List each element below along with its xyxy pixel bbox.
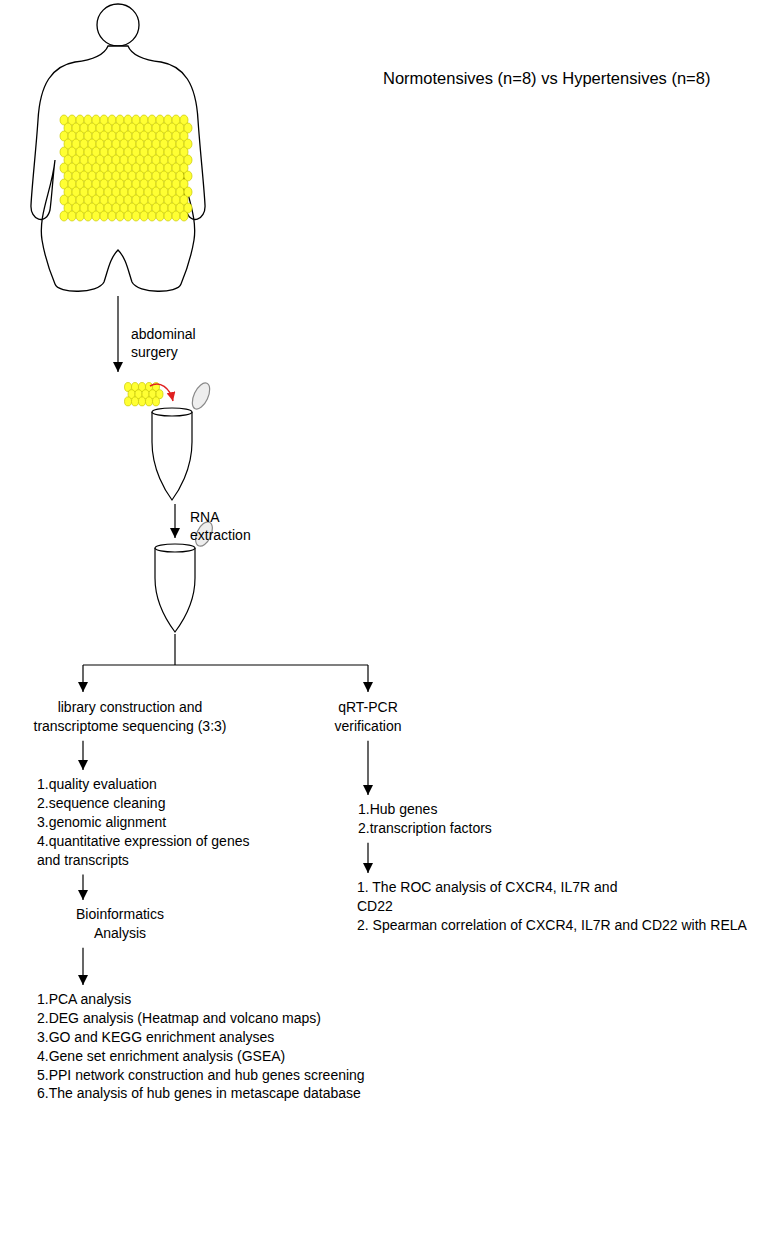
body-outline [31,46,205,291]
flow-step: 1.quality evaluation2.sequence cleaning3… [37,775,252,869]
tube [152,380,213,500]
flow-step: 1. The ROC analysis of CXCR4, IL7R and C… [357,878,752,935]
step-text: 2.sequence cleaning [37,794,252,813]
step-text: 1.PCA analysis [37,990,447,1009]
flow-step: qRT-PCR verification [318,698,418,736]
fat-cell [60,211,68,221]
red-arrow [150,384,173,401]
step-text: 6.The analysis of hub genes in metascape… [37,1084,447,1103]
fat-sample [125,383,164,406]
step-text: library construction and transcriptome s… [20,698,240,736]
fat-cell [92,211,100,221]
fat-cell [84,211,92,221]
fat-cell [108,211,116,221]
step-text: 1.Hub genes [358,800,608,819]
step-text: 1. The ROC analysis of CXCR4, IL7R and C… [357,878,619,916]
fat-cell [124,211,132,221]
fat-cell [153,397,160,406]
fat-cell [132,397,139,406]
step-text: 4.Gene set enrichment analysis (GSEA) [37,1047,447,1066]
body-head [97,4,139,46]
flow-arrow [367,843,368,873]
text-label: RNA extraction [190,508,270,544]
fat-cell [164,211,172,221]
flow-step: Bioinformatics Analysis [65,905,175,943]
flow-arrow [174,504,175,538]
fat-cell [100,211,108,221]
fat-cell [125,397,132,406]
fat-cells [60,115,192,221]
fat-cell [140,211,148,221]
step-text: 2. Spearman correlation of CXCR4, IL7R a… [357,916,749,935]
fat-cell [116,211,124,221]
step-text: 2.transcription factors [358,819,608,838]
fat-cell [139,397,146,406]
fat-cell [68,211,76,221]
step-text: Bioinformatics Analysis [65,905,175,943]
flow-arrow [82,948,83,985]
fat-cell [146,397,153,406]
step-text: qRT-PCR verification [318,698,418,736]
fat-cell [180,211,188,221]
step-text: 1.quality evaluation [37,775,252,794]
step-text: 5.PPI network construction and hub genes… [37,1066,447,1085]
fat-cell [132,211,140,221]
step-text: 2.DEG analysis (Heatmap and volcano maps… [37,1009,447,1028]
fat-cell [156,211,164,221]
flow-step: library construction and transcriptome s… [20,698,240,736]
fat-cell [76,211,84,221]
flow-step: 1.Hub genes2.transcription factors [358,800,608,838]
flow-arrow [82,874,83,900]
step-text: 4.quantitative expression of genes and t… [37,832,252,870]
text-label: abdominal surgery [131,325,209,361]
split-lines [83,634,368,692]
flow-arrow [367,741,368,795]
text-label: Normotensives (n=8) vs Hypertensives (n=… [383,68,768,89]
fat-cell [172,211,180,221]
fat-cell [148,211,156,221]
flow-arrow [117,296,118,372]
step-text: 3.genomic alignment [37,813,252,832]
flow-arrow [82,741,83,770]
step-text: 3.GO and KEGG enrichment analyses [37,1028,447,1047]
flow-step: 1.PCA analysis2.DEG analysis (Heatmap an… [37,990,447,1103]
